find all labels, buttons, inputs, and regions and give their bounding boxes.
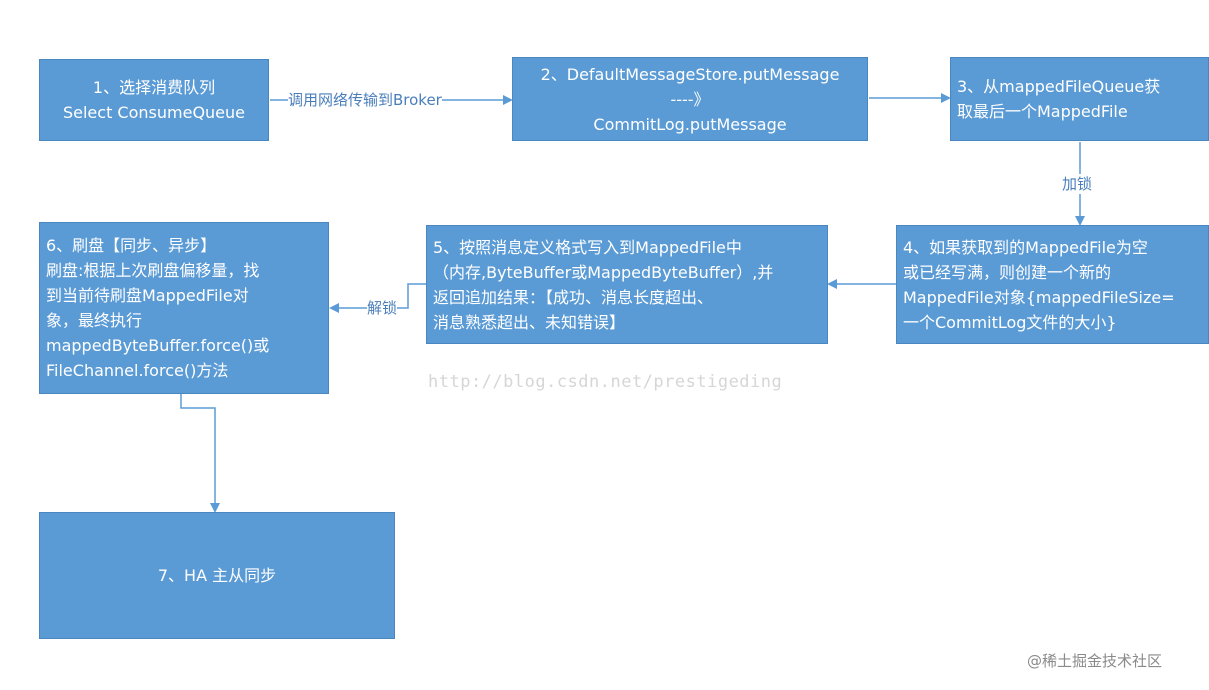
node-step1: 1、选择消费队列 Select ConsumeQueue [39, 59, 269, 141]
node-step5-line-2: （内存,ByteBuffer或MappedByteBuffer）,并 [433, 262, 774, 282]
node-step4-line-3: MappedFile对象{mappedFileSize= [903, 287, 1175, 307]
node-step1-line-1: 1、选择消费队列 [92, 78, 216, 97]
node-step4: 4、如果获取到的MappedFile为空 或已经写满，则创建一个新的 Mappe… [896, 225, 1209, 344]
node-step6-line-1: 6、刷盘【同步、异步】 [46, 236, 217, 255]
node-step2-line-3: CommitLog.putMessage [593, 114, 787, 134]
node-step6-line-4: 象，最终执行 [46, 311, 143, 330]
node-step5-line-4: 消息熟悉超出、未知错误】 [433, 312, 626, 332]
edge-step6-step7 [180, 394, 220, 513]
node-step6-line-3: 到当前待刷盘MappedFile对 [46, 286, 249, 305]
node-step3: 3、从mappedFileQueue获 取最后一个MappedFile [950, 57, 1209, 141]
node-step2-line-1: 2、DefaultMessageStore.putMessage [540, 64, 840, 84]
node-step5-line-1: 5、按照消息定义格式写入到MappedFile中 [433, 237, 742, 257]
node-step4-line-1: 4、如果获取到的MappedFile为空 [903, 237, 1148, 257]
node-step6: 6、刷盘【同步、异步】 刷盘:根据上次刷盘偏移量，找 到当前待刷盘MappedF… [39, 222, 329, 394]
node-step7-line-1: 7、HA 主从同步 [157, 566, 277, 585]
node-step3-line-2: 取最后一个MappedFile [957, 102, 1128, 121]
node-step3-line-1: 3、从mappedFileQueue获 [957, 77, 1161, 96]
node-step7: 7、HA 主从同步 [39, 512, 395, 639]
node-step5-line-3: 返回追加结果：【成功、消息长度超出、 [433, 287, 714, 307]
watermark-url: http://blog.csdn.net/prestigeding [428, 372, 783, 392]
node-step4-line-2: 或已经写满，则创建一个新的 [903, 262, 1112, 282]
node-step2: 2、DefaultMessageStore.putMessage ----》 C… [512, 57, 868, 141]
edge-label-step3-step4: 加锁 [1062, 174, 1093, 194]
node-step6-line-2: 刷盘:根据上次刷盘偏移量，找 [46, 261, 260, 280]
node-step2-line-2: ----》 [670, 89, 710, 109]
node-step6-line-5: mappedByteBuffer.force()或 [46, 336, 270, 355]
node-step5: 5、按照消息定义格式写入到MappedFile中 （内存,ByteBuffer或… [426, 225, 828, 344]
edge-label-step1-step2: 调用网络传输到Broker [288, 90, 442, 110]
credit-text: @稀土掘金技术社区 [1027, 652, 1163, 670]
node-step1-line-2: Select ConsumeQueue [62, 103, 245, 122]
edge-label-step5-step6: 解锁 [367, 298, 398, 318]
node-step6-line-6: FileChannel.force()方法 [46, 361, 229, 380]
node-step4-line-4: 一个CommitLog文件的大小} [903, 312, 1117, 332]
